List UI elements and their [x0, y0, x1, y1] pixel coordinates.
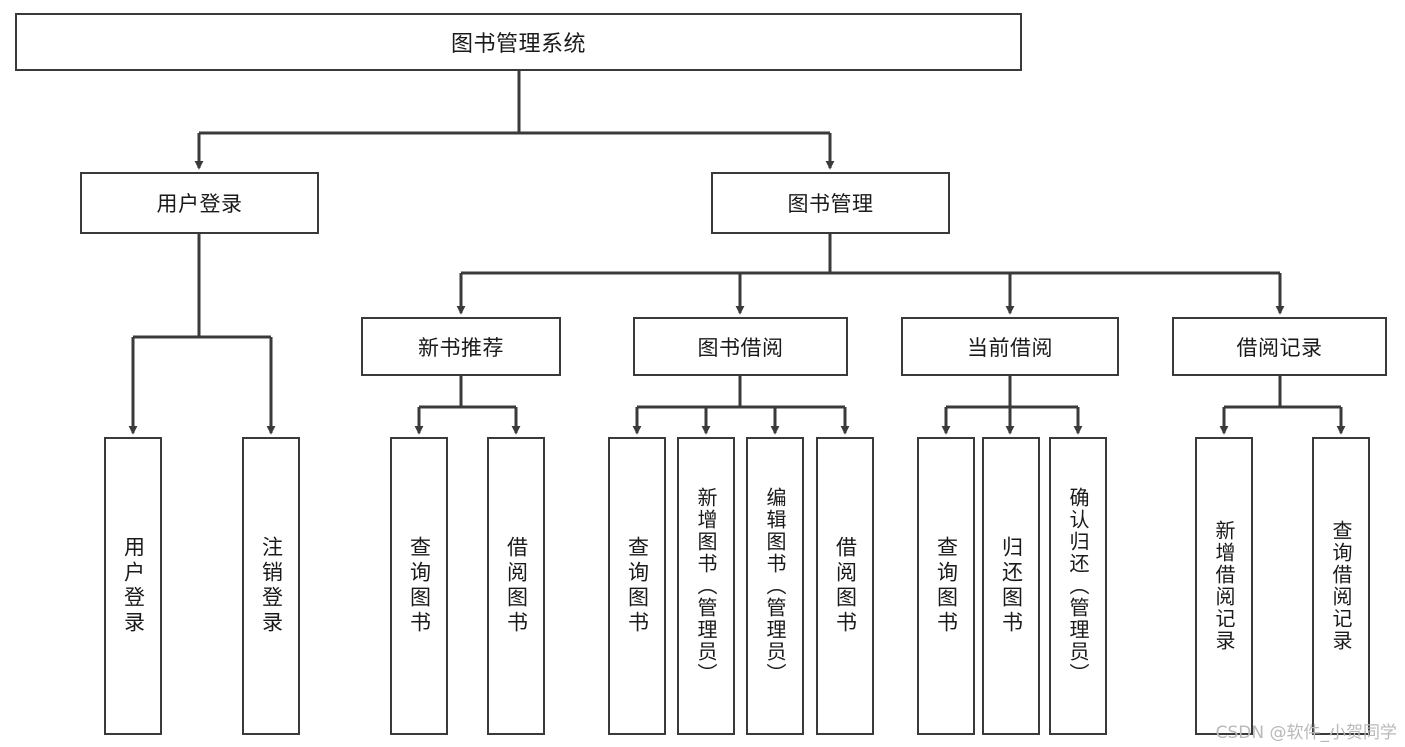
leaf-borrow-record-query-record[interactable]: 查询借阅记录: [1312, 437, 1370, 735]
node-new-book-recommendation[interactable]: 新书推荐: [361, 317, 561, 376]
leaf-new-book-query-book[interactable]: 查询图书: [390, 437, 448, 735]
leaf-new-book-borrow-book[interactable]: 借阅图书: [487, 437, 545, 735]
node-current-borrow[interactable]: 当前借阅: [901, 317, 1119, 376]
node-borrow-record[interactable]: 借阅记录: [1172, 317, 1387, 376]
leaf-book-borrow-borrow-book[interactable]: 借阅图书: [816, 437, 874, 735]
leaf-book-borrow-edit-book-admin[interactable]: 编辑图书（管理员）: [746, 437, 804, 735]
leaf-current-borrow-confirm-return-admin[interactable]: 确认归还（管理员）: [1049, 437, 1107, 735]
node-user-login[interactable]: 用户登录: [80, 172, 319, 234]
leaf-current-borrow-return-book[interactable]: 归还图书: [982, 437, 1040, 735]
node-book-borrow[interactable]: 图书借阅: [633, 317, 848, 376]
leaf-user-login-logout[interactable]: 注销登录: [242, 437, 300, 735]
node-book-management[interactable]: 图书管理: [711, 172, 950, 234]
leaf-user-login-login[interactable]: 用户登录: [104, 437, 162, 735]
leaf-borrow-record-add-record[interactable]: 新增借阅记录: [1195, 437, 1253, 735]
leaf-current-borrow-query-book[interactable]: 查询图书: [917, 437, 975, 735]
leaf-book-borrow-add-book-admin[interactable]: 新增图书（管理员）: [677, 437, 735, 735]
leaf-book-borrow-query-book[interactable]: 查询图书: [608, 437, 666, 735]
node-root-book-management-system[interactable]: 图书管理系统: [15, 13, 1022, 71]
csdn-watermark: CSDN @软件_小贺同学: [1215, 723, 1397, 743]
